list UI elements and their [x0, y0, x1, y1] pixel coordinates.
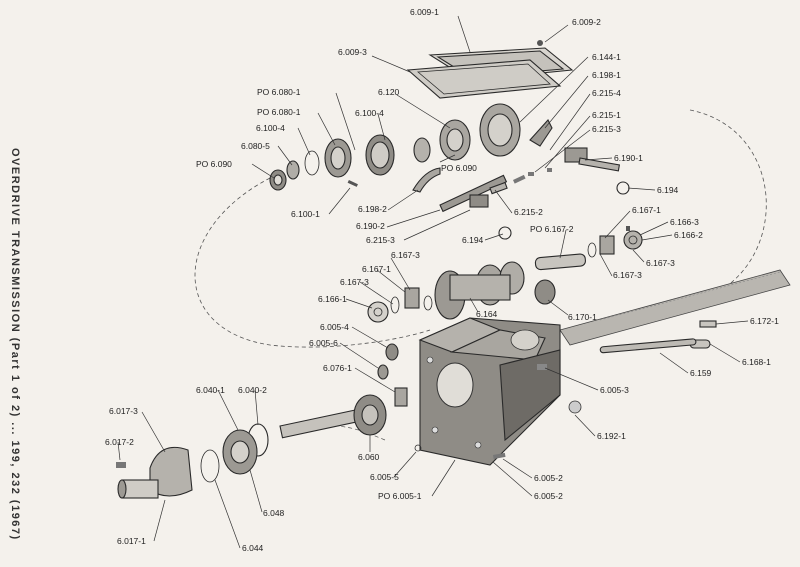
shift-shaft-assembly — [439, 119, 630, 240]
label-6076-1: 6.076-1 — [323, 363, 352, 373]
label-6017-3: 6.017-3 — [109, 406, 138, 416]
label-6159: 6.159 — [690, 368, 712, 378]
part-labels: 6.009-1 6.009-2 6.009-3 6.144-1 6.198-1 … — [105, 7, 779, 553]
front-bearing-retainer — [116, 423, 269, 499]
label-6167-3-c: 6.167-3 — [391, 250, 420, 260]
assembly-path — [194, 177, 431, 348]
assembly-path-right — [689, 109, 767, 301]
label-6215-4: 6.215-4 — [592, 88, 621, 98]
upper-gear-cluster — [269, 103, 521, 193]
label-6167-3-b: 6.167-3 — [613, 270, 642, 280]
label-6215-3: 6.215-3 — [592, 124, 621, 134]
label-6005-3: 6.005-3 — [600, 385, 629, 395]
countershaft-gear-cluster — [367, 226, 643, 323]
label-po-6090-a: PO 6.090 — [196, 159, 232, 169]
label-6190-2: 6.190-2 — [356, 221, 385, 231]
case-small-parts — [377, 320, 717, 459]
label-6166-2: 6.166-2 — [674, 230, 703, 240]
label-6120: 6.120 — [378, 87, 400, 97]
top-cover-plate — [406, 40, 574, 99]
label-6005-4: 6.005-4 — [320, 322, 349, 332]
label-6100-4-a: 6.100-4 — [256, 123, 285, 133]
leader-lines — [117, 15, 749, 549]
label-6194-b: 6.194 — [462, 235, 484, 245]
label-6005-2-b: 6.005-2 — [534, 491, 563, 501]
label-6198-2: 6.198-2 — [358, 204, 387, 214]
label-6198-1: 6.198-1 — [592, 70, 621, 80]
label-6167-1-a: 6.167-1 — [632, 205, 661, 215]
label-6144-1: 6.144-1 — [592, 52, 621, 62]
label-6048: 6.048 — [263, 508, 285, 518]
label-6215-3-b: 6.215-3 — [366, 235, 395, 245]
label-po-6090-b: PO 6.090 — [441, 163, 477, 173]
label-6167-1-b: 6.167-1 — [362, 264, 391, 274]
label-6166-1: 6.166-1 — [318, 294, 347, 304]
side-title: OVERDRIVE TRANSMISSION (Part 1 of 2) ...… — [9, 148, 21, 541]
label-6192-1: 6.192-1 — [597, 431, 626, 441]
label-6167-3-a: 6.167-3 — [646, 258, 675, 268]
label-6194-a: 6.194 — [657, 185, 679, 195]
label-po-6080-1-a: PO 6.080-1 — [257, 87, 301, 97]
label-6172-1: 6.172-1 — [750, 316, 779, 326]
assembly-path-lower — [299, 425, 386, 441]
label-6009-2: 6.009-2 — [572, 17, 601, 27]
label-po-6005-1: PO 6.005-1 — [378, 491, 422, 501]
label-6215-1: 6.215-1 — [592, 110, 621, 120]
label-6100-1: 6.100-1 — [291, 209, 320, 219]
label-6100-4-b: 6.100-4 — [355, 108, 384, 118]
label-6164: 6.164 — [476, 309, 498, 319]
label-6017-1: 6.017-1 — [117, 536, 146, 546]
label-6040-1: 6.040-1 — [196, 385, 225, 395]
label-6190-1: 6.190-1 — [614, 153, 643, 163]
label-6005-2-a: 6.005-2 — [534, 473, 563, 483]
label-6168-1: 6.168-1 — [742, 357, 771, 367]
transmission-case — [418, 317, 582, 466]
label-po-6167-2: PO 6.167-2 — [530, 224, 574, 234]
label-6005-6: 6.005-6 — [309, 338, 338, 348]
label-po-6080-1-b: PO 6.080-1 — [257, 107, 301, 117]
label-6005-5: 6.005-5 — [370, 472, 399, 482]
label-6170-1: 6.170-1 — [568, 312, 597, 322]
label-6215-2: 6.215-2 — [514, 207, 543, 217]
label-6166-3: 6.166-3 — [670, 217, 699, 227]
cover-bolt-icon — [537, 40, 543, 46]
label-6009-1: 6.009-1 — [410, 7, 439, 17]
mainshaft — [559, 269, 791, 346]
label-6080-5: 6.080-5 — [241, 141, 270, 151]
label-6167-3-d: 6.167-3 — [340, 277, 369, 287]
label-6017-2: 6.017-2 — [105, 437, 134, 447]
label-6060: 6.060 — [358, 452, 380, 462]
label-6044: 6.044 — [242, 543, 264, 553]
label-6009-3: 6.009-3 — [338, 47, 367, 57]
label-6040-2: 6.040-2 — [238, 385, 267, 395]
input-shaft-gear — [279, 394, 387, 439]
